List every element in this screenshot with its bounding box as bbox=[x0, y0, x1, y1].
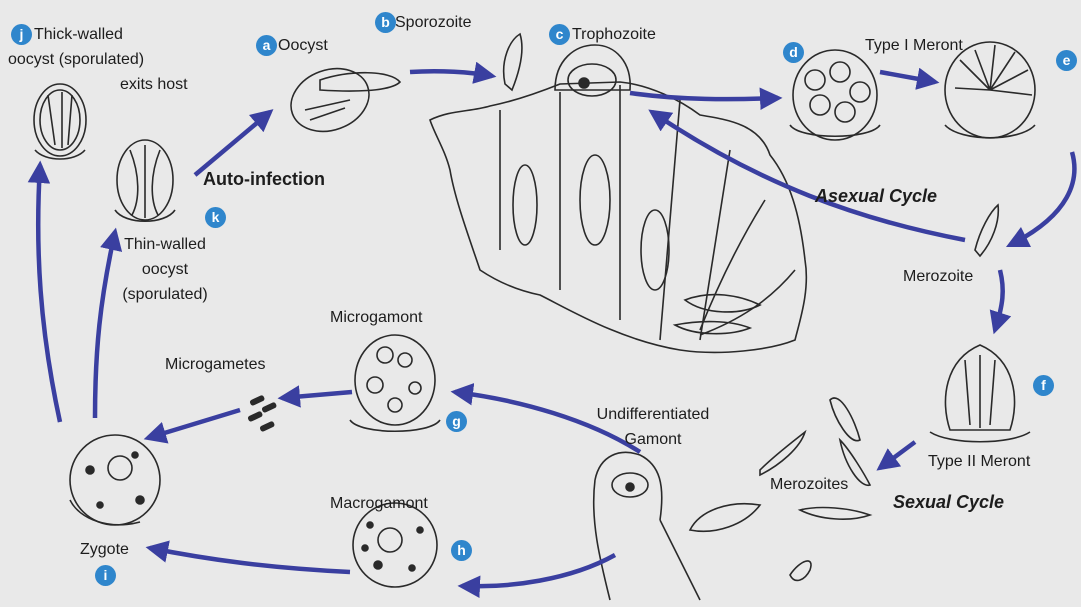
badge-g: g bbox=[446, 411, 467, 432]
badge-c: c bbox=[549, 24, 570, 45]
type2-meront-figure bbox=[930, 345, 1030, 442]
label-undiff-1: Undifferentiated bbox=[568, 405, 738, 424]
undifferentiated-gamont-figure bbox=[594, 452, 760, 600]
label-zygote: Zygote bbox=[80, 540, 129, 559]
badge-e: e bbox=[1056, 50, 1077, 71]
label-asexual-cycle: Asexual Cycle bbox=[815, 187, 937, 206]
thin-walled-oocyst-figure bbox=[115, 140, 175, 221]
type1-meront-figures bbox=[790, 42, 1035, 140]
label-merozoite: Merozoite bbox=[903, 267, 973, 286]
oocyst-figure bbox=[282, 58, 400, 142]
label-thick-walled-3: exits host bbox=[120, 75, 188, 94]
badge-i: i bbox=[95, 565, 116, 586]
label-thin-walled-2: oocyst bbox=[110, 260, 220, 279]
intestinal-epithelium bbox=[430, 82, 806, 352]
badge-h: h bbox=[451, 540, 472, 561]
label-type1-meront: Type I Meront bbox=[865, 36, 963, 55]
trophozoite-figure bbox=[555, 45, 630, 96]
badge-a: a bbox=[256, 35, 277, 56]
merozoite-figure bbox=[975, 205, 998, 256]
zygote-figure bbox=[70, 435, 160, 525]
microgametes-figure bbox=[248, 395, 277, 431]
microgamont-figure bbox=[350, 335, 440, 431]
label-thin-walled-1: Thin-walled bbox=[110, 235, 220, 254]
badge-d: d bbox=[783, 42, 804, 63]
label-thick-walled-1: Thick-walled bbox=[34, 25, 123, 44]
label-oocyst: Oocyst bbox=[278, 36, 328, 55]
label-sexual-cycle: Sexual Cycle bbox=[893, 493, 1004, 512]
label-sporozoite: Sporozoite bbox=[395, 13, 472, 32]
badge-f: f bbox=[1033, 375, 1054, 396]
thick-walled-oocyst-figure bbox=[34, 84, 86, 159]
label-microgametes: Microgametes bbox=[165, 355, 265, 374]
label-macrogamont: Macrogamont bbox=[330, 494, 428, 513]
label-undiff-2: Gamont bbox=[568, 430, 738, 449]
label-merozoites: Merozoites bbox=[770, 475, 848, 494]
label-thin-walled-3: (sporulated) bbox=[110, 285, 220, 304]
macrogamont-figure bbox=[353, 503, 437, 587]
label-trophozoite: Trophozoite bbox=[572, 25, 656, 44]
badge-b: b bbox=[375, 12, 396, 33]
badge-j: j bbox=[11, 24, 32, 45]
badge-k: k bbox=[205, 207, 226, 228]
label-microgamont: Microgamont bbox=[330, 308, 422, 327]
sporozoite-figure bbox=[504, 34, 522, 90]
label-type2-meront: Type II Meront bbox=[928, 452, 1030, 471]
label-thick-walled-2: oocyst (sporulated) bbox=[8, 50, 144, 69]
label-auto-infection: Auto-infection bbox=[203, 170, 325, 189]
